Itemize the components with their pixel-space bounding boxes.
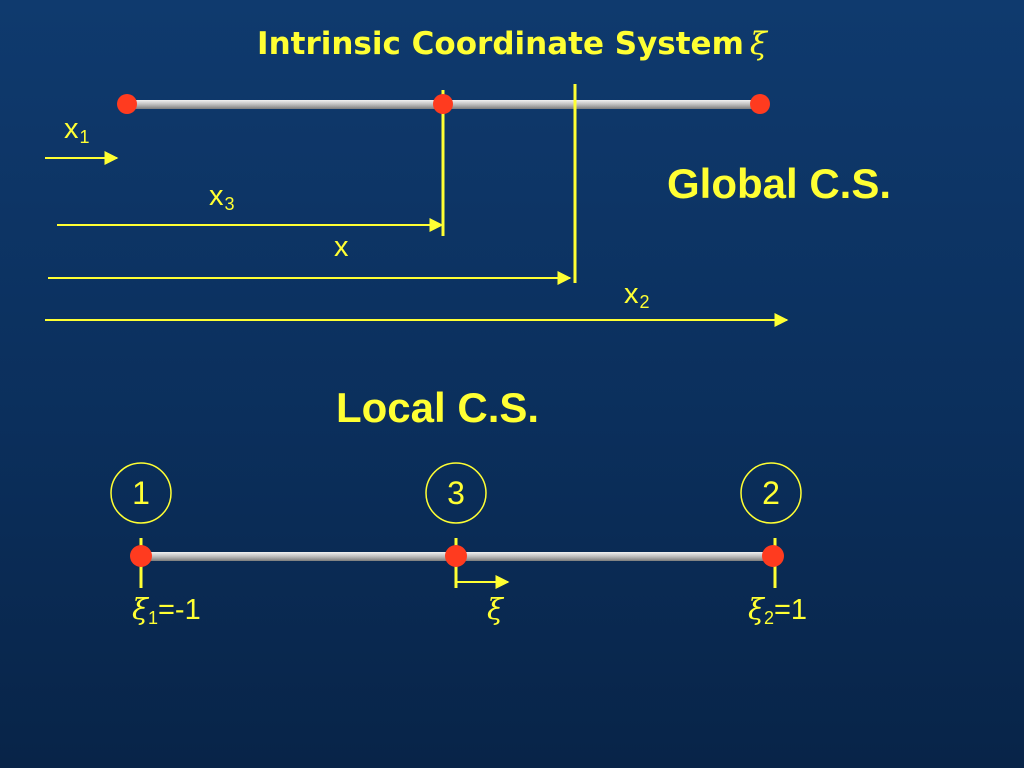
title-text: Intrinsic Coordinate System [257, 26, 744, 62]
local-node-2 [762, 545, 784, 567]
x1-label: x1 [64, 113, 90, 147]
local-node-label-1: 1 [132, 475, 150, 511]
local-node-3 [445, 545, 467, 567]
local-node-circle-2 [740, 462, 802, 524]
xi2-label: ξ2=1 [748, 592, 808, 628]
global-node-1 [117, 94, 137, 114]
local-node-label-2: 2 [762, 475, 780, 511]
local-node-1 [130, 545, 152, 567]
x-label: x [334, 231, 349, 263]
xi-label: ξ [487, 592, 503, 626]
xi1-label: ξ1=-1 [132, 592, 201, 628]
local-node-label-3: 3 [447, 475, 465, 511]
x2-label: x2 [624, 278, 650, 312]
title-xi-symbol: ξ [749, 26, 767, 62]
x3-label: x3 [209, 180, 235, 214]
local-cs-heading: Local C.S. [336, 384, 540, 431]
global-cs-heading: Global C.S. [667, 160, 892, 207]
global-node-2 [750, 94, 770, 114]
local-node-circle-3 [425, 462, 487, 524]
global-node-3 [433, 94, 453, 114]
local-node-circle-1 [110, 462, 172, 524]
